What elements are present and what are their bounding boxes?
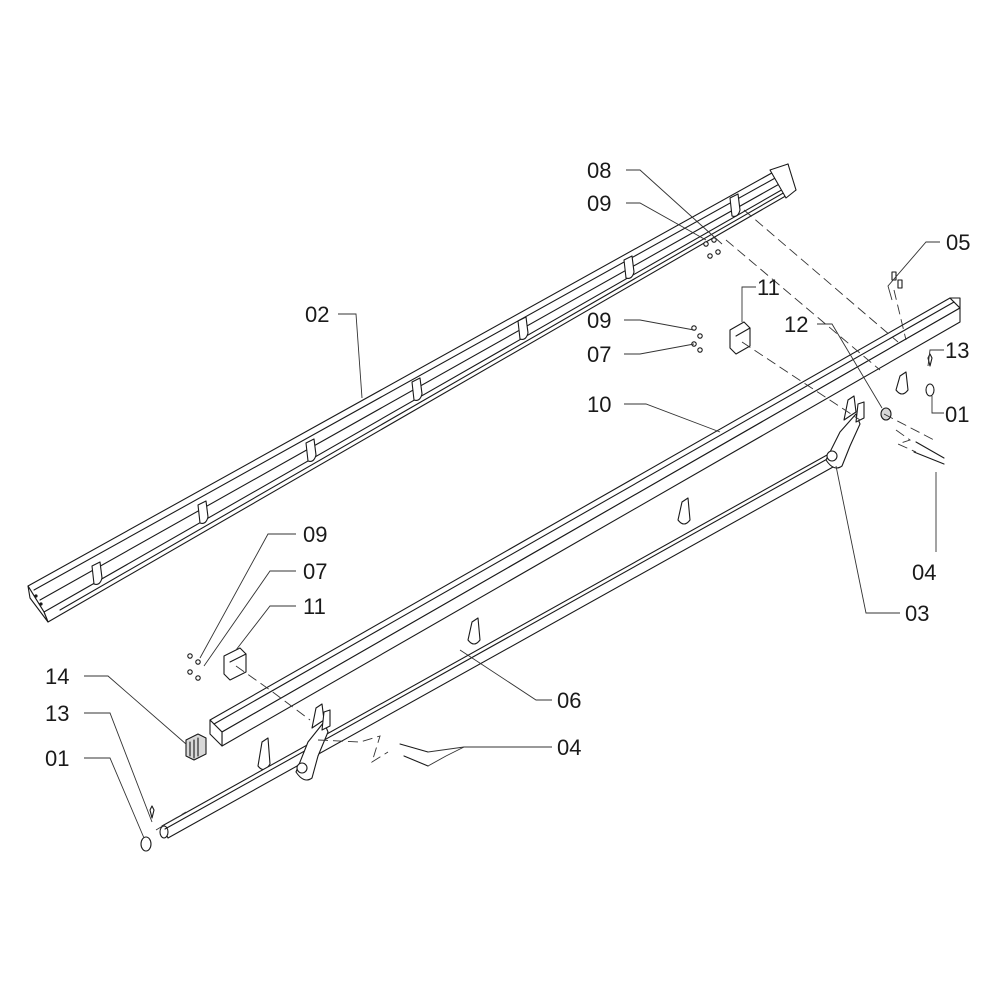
assembly-lines [155,209,935,831]
plate-11-upper [729,321,751,355]
callout-01-right: 01 [945,402,969,427]
callout-01-left: 01 [45,746,69,771]
callout-13-right: 13 [945,338,969,363]
square-tube-10 [209,297,961,771]
callout-02: 02 [305,302,329,327]
callout-09-lower: 09 [303,522,327,547]
callout-11-lower: 11 [303,594,326,619]
callout-12: 12 [784,312,808,337]
callout-09-upper: 09 [587,191,611,216]
callout-09-middle: 09 [587,308,611,333]
callout-labels: 08 09 05 11 02 09 12 07 13 10 01 09 04 0… [45,158,970,771]
callout-07-lower: 07 [303,559,327,584]
end-cap-14 [185,733,207,761]
leader-lines [84,169,944,839]
channel-rail-02 [27,163,797,623]
callout-07-middle: 07 [587,342,611,367]
plate-11-lower [223,647,247,681]
callout-08: 08 [587,158,611,183]
round-shaft-06 [159,449,843,839]
pivot-arm-03-left [295,703,331,781]
callout-03: 03 [905,601,929,626]
callout-05: 05 [946,230,970,255]
hardware [140,237,945,852]
callout-04-right: 04 [912,560,936,585]
callout-13-left: 13 [45,701,69,726]
pivot-arm-03-right [825,395,865,469]
callout-04-left: 04 [557,735,581,760]
callout-10: 10 [587,392,611,417]
callout-14: 14 [45,664,69,689]
callout-11-upper: 11 [757,275,780,300]
rail-brackets [91,193,741,585]
callout-06: 06 [557,688,581,713]
